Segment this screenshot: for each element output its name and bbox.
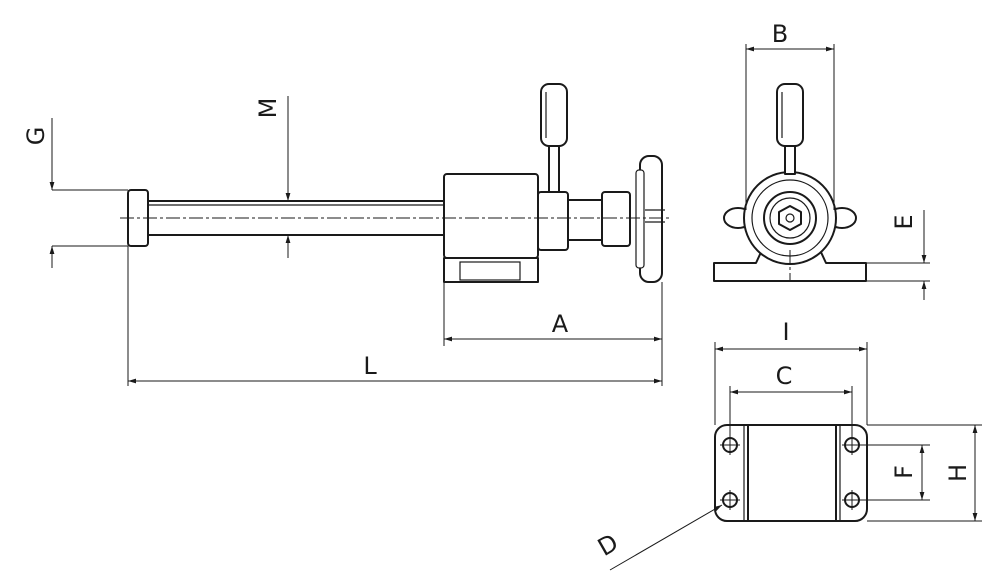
label-h: H: [944, 464, 972, 482]
label-d: D: [593, 528, 623, 561]
dim-f: F: [859, 444, 930, 501]
front-nut: [778, 205, 802, 231]
dim-a: A: [443, 282, 663, 346]
top-view: [714, 424, 868, 522]
label-g: G: [22, 127, 50, 146]
dim-l: L: [127, 246, 663, 386]
dim-d: D: [593, 504, 723, 571]
hub: [601, 191, 631, 247]
dim-g: G: [22, 118, 128, 268]
dim-h: H: [867, 424, 982, 522]
label-l: L: [363, 352, 377, 380]
lever-handle: [540, 83, 568, 147]
front-view: [713, 83, 867, 282]
lever-housing: [537, 191, 569, 251]
shaft: [567, 199, 603, 241]
body-block: [443, 173, 539, 259]
dim-e: E: [866, 210, 930, 300]
mounting-hole: [720, 490, 740, 510]
dim-m: M: [254, 96, 291, 258]
dim-b: B: [745, 20, 835, 210]
lever-stem: [548, 139, 560, 193]
label-f: F: [890, 465, 918, 479]
label-b: B: [772, 20, 788, 48]
base-center-block: [747, 424, 837, 522]
label-a: A: [552, 310, 569, 338]
side-view: [120, 83, 672, 283]
label-e: E: [890, 214, 918, 229]
label-i: I: [782, 318, 789, 346]
dim-i: I: [714, 318, 868, 425]
front-lever-handle: [776, 83, 804, 147]
label-m: M: [254, 98, 282, 119]
label-c: C: [776, 362, 793, 390]
dim-c: C: [729, 362, 853, 438]
